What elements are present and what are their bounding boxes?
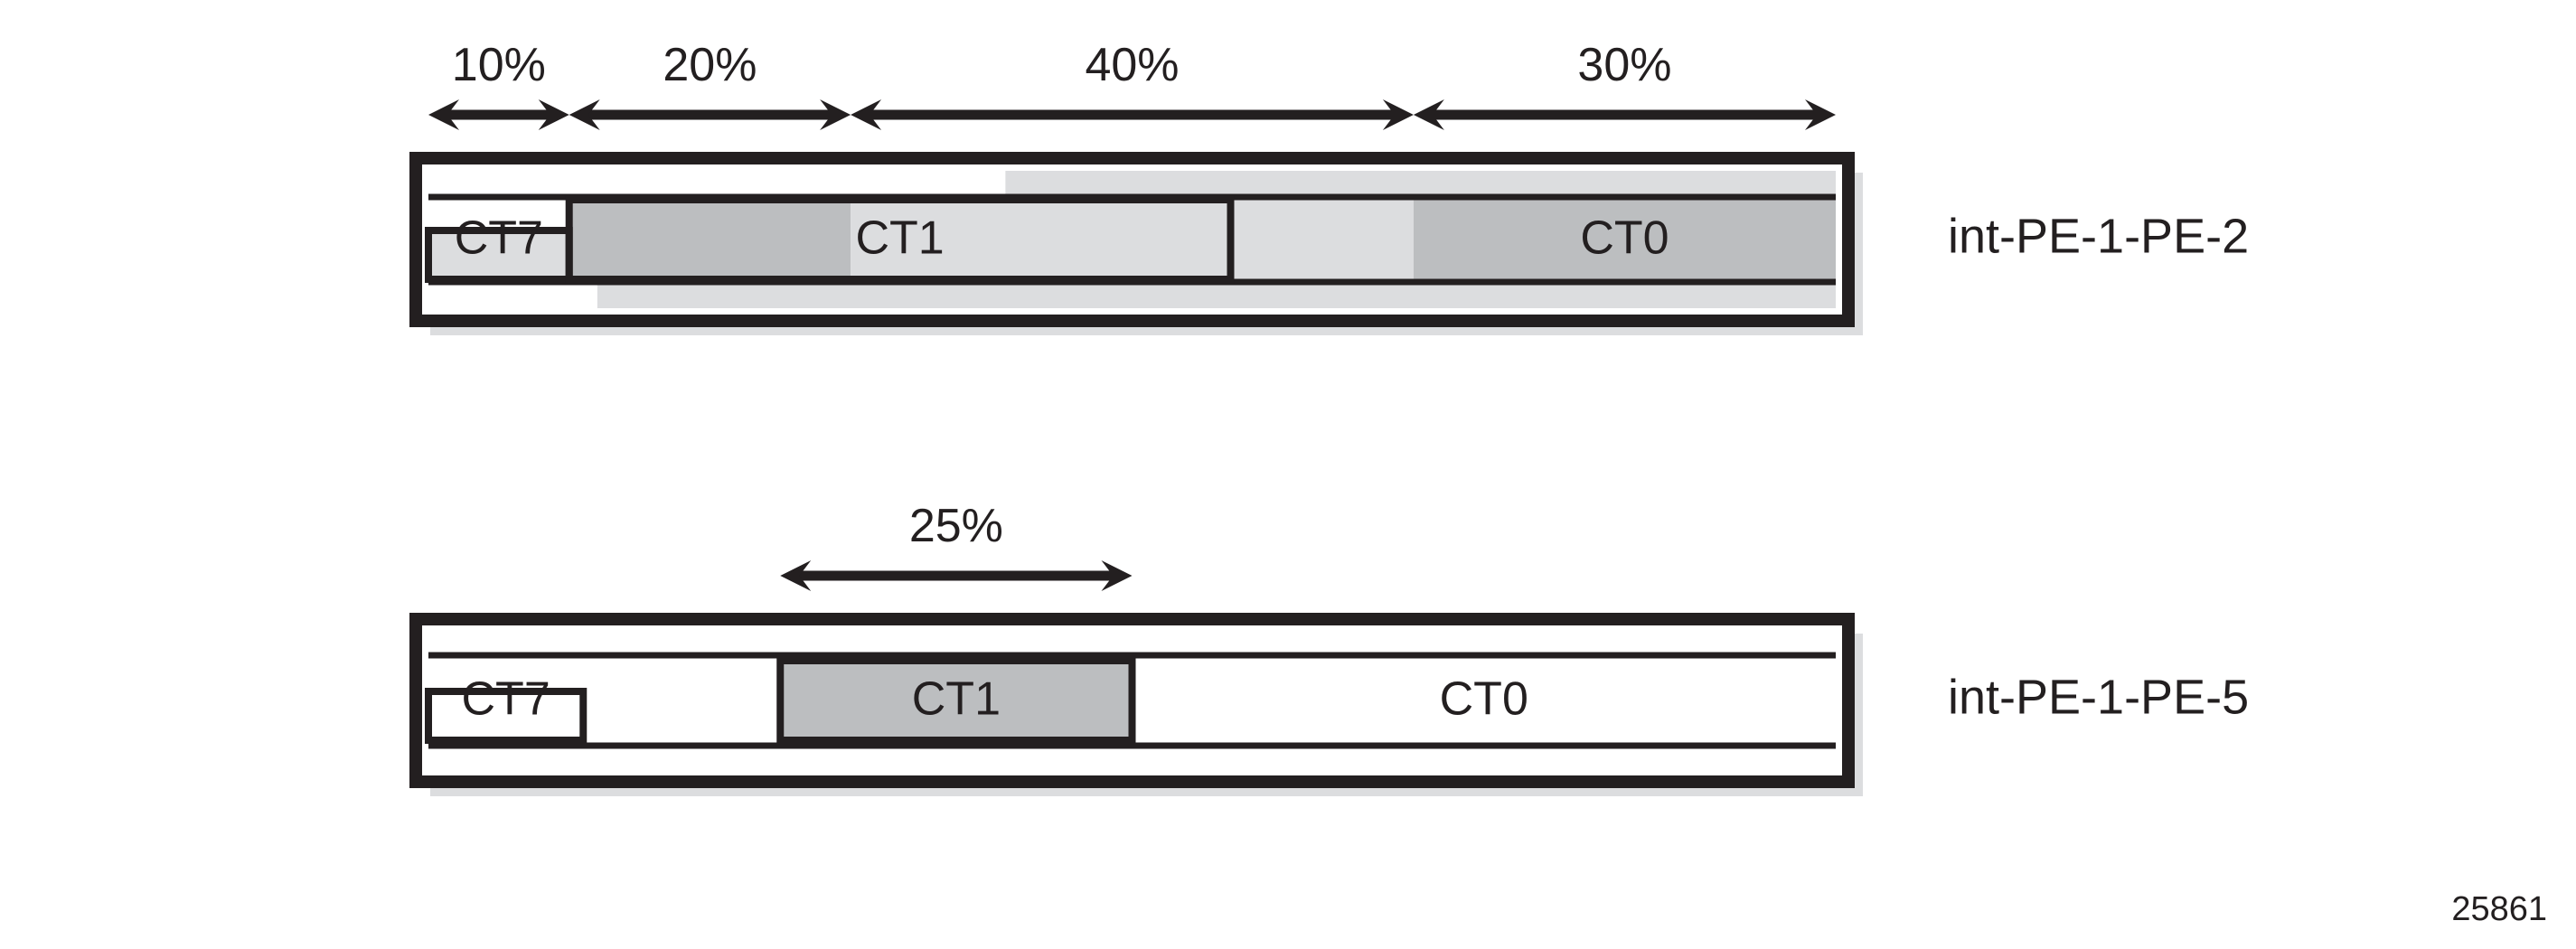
measure-arrow-10pct bbox=[428, 99, 569, 130]
figure-number: 25861 bbox=[2451, 890, 2547, 928]
ct1-box bbox=[776, 657, 1136, 744]
bar-segment-seg-30-70 bbox=[851, 200, 1414, 279]
bar-segment-seg-10-30 bbox=[569, 200, 851, 279]
ct7-box bbox=[425, 688, 588, 744]
measure-arrow-30pct-head-right bbox=[1805, 99, 1836, 130]
bar-top-strip-0 bbox=[428, 171, 1006, 194]
ct7-box-label: CT7 bbox=[462, 673, 550, 726]
measure-arrow-20pct-head-left bbox=[569, 99, 600, 130]
ct0-box-label: CT0 bbox=[1580, 212, 1669, 265]
ct1-box bbox=[565, 196, 1235, 283]
measure-arrow-30pct bbox=[1413, 99, 1836, 130]
bar-segment-seg-50-100 bbox=[1132, 661, 1836, 740]
bar-bottom-strip-1 bbox=[597, 285, 1836, 308]
measure-label-40pct: 40% bbox=[1085, 39, 1179, 91]
measure-arrow-10pct-head-left bbox=[428, 99, 459, 130]
measure-label-20pct: 20% bbox=[663, 39, 757, 91]
bar-segment-seg-70-100 bbox=[1413, 200, 1836, 279]
measure-arrow-25pct-head-right bbox=[1101, 560, 1133, 591]
measure-arrow-40pct-head-right bbox=[1382, 99, 1414, 130]
ct1-box-label: CT1 bbox=[855, 212, 944, 265]
interface-label-2: int-PE-1-PE-5 bbox=[1948, 670, 2249, 724]
measure-arrow-25pct bbox=[780, 560, 1133, 591]
measure-label-25pct: 25% bbox=[909, 500, 1003, 552]
measure-arrow-40pct-head-left bbox=[851, 99, 882, 130]
measure-arrow-25pct-head-left bbox=[780, 560, 812, 591]
ct0-box-label: CT0 bbox=[1440, 673, 1528, 726]
measure-arrow-30pct-head-left bbox=[1413, 99, 1444, 130]
bar-segment-seg-0-25 bbox=[428, 661, 781, 740]
measure-label-10pct: 10% bbox=[452, 39, 546, 91]
interface-label-1: int-PE-1-PE-2 bbox=[1948, 209, 2249, 263]
measure-arrow-20pct-head-right bbox=[820, 99, 851, 130]
bar-row-1: CT7 CT1 CT0 10% 20% 40% 30% int-PE-1-PE-2 bbox=[409, 39, 2249, 335]
ct1-box-label: CT1 bbox=[912, 673, 1001, 726]
measure-arrow-40pct bbox=[851, 99, 1414, 130]
measure-arrow-10pct-head-right bbox=[538, 99, 569, 130]
ct7-box-label: CT7 bbox=[455, 212, 543, 265]
bar-top-strip-1 bbox=[1005, 171, 1836, 194]
bar-row-2: CT7 CT1 CT0 25% int-PE-1-PE-5 bbox=[409, 500, 2249, 796]
bar-bottom-strip-0 bbox=[428, 285, 597, 308]
measure-arrow-20pct bbox=[569, 99, 851, 130]
measure-label-30pct: 30% bbox=[1577, 39, 1671, 91]
